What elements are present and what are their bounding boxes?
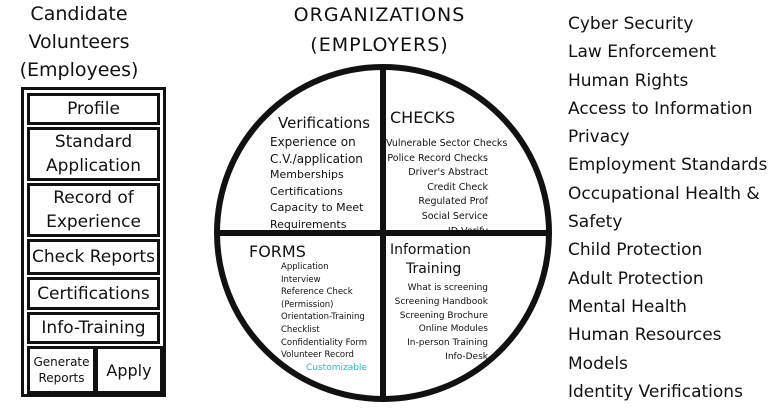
- topic-item: Identity Verifications: [568, 381, 743, 402]
- checks-item: Vulnerable Sector Checks: [386, 138, 508, 149]
- topic-item: Employment Standards: [568, 155, 768, 176]
- forms-item: Interview: [281, 274, 321, 285]
- generate-reports-line-2: Reports: [38, 371, 85, 385]
- left-title-line-3: (Employees): [19, 59, 139, 81]
- topic-item: Access to Information: [568, 98, 753, 119]
- forms-item: Confidentiality Form: [281, 337, 367, 348]
- checks-list: Vulnerable Sector Checks Police Record C…: [386, 137, 508, 239]
- candidate-panel: Profile Standard Application Record of E…: [21, 87, 166, 397]
- information-training-item: What is screening: [407, 283, 488, 293]
- org-title-line-2: (EMPLOYERS): [310, 34, 449, 56]
- information-training-item: Online Modules: [418, 324, 488, 335]
- forms-item: Application: [281, 262, 329, 272]
- forms-item: Volunteer Record: [281, 350, 354, 361]
- check-reports-label: Check Reports: [32, 247, 155, 267]
- verifications-item: Memberships: [270, 168, 344, 181]
- info-training-label: Info-Training: [41, 318, 146, 338]
- forms-item: Reference Check: [281, 287, 353, 298]
- checks-item: Driver's Abstract: [408, 167, 488, 179]
- generate-reports-box[interactable]: Generate Reports: [27, 346, 96, 394]
- verifications-heading: Verifications: [278, 114, 371, 132]
- record-of-experience-label: Record of Experience: [46, 188, 141, 232]
- apply-box[interactable]: Apply: [95, 346, 163, 394]
- forms-item: (Permission): [281, 299, 334, 310]
- left-title-line-1: Candidate: [30, 3, 128, 25]
- checks-item: Police Record Checks: [387, 152, 488, 164]
- information-training-item: Screening Handbook: [394, 296, 488, 307]
- topic-item: Mental Health: [568, 296, 687, 317]
- topic-item: Human Resources: [568, 325, 722, 346]
- topic-item: Adult Protection: [568, 268, 704, 289]
- topic-list: Cyber Security Law Enforcement Human Rig…: [568, 10, 767, 406]
- information-training-item: Screening Brochure: [399, 310, 488, 321]
- organizations-title: ORGANIZATIONS (EMPLOYERS): [262, 0, 497, 60]
- verifications-item: Capacity to Meet: [270, 201, 364, 214]
- information-training-item: Info-Desk: [445, 351, 488, 362]
- checks-heading: CHECKS: [390, 108, 456, 127]
- profile-box[interactable]: Profile: [27, 93, 160, 125]
- topic-item: Human Rights: [568, 70, 689, 91]
- checks-item: Regulated Prof: [418, 196, 488, 208]
- verifications-item: Experience on: [270, 135, 356, 149]
- certifications-box[interactable]: Certifications: [27, 277, 160, 310]
- topic-item: Privacy: [568, 127, 630, 148]
- left-title-line-2: Volunteers: [28, 31, 130, 53]
- customizable-note: Customizable: [306, 363, 367, 373]
- topic-item: Models: [568, 353, 628, 374]
- checks-item: Social Service: [421, 210, 488, 222]
- profile-label: Profile: [67, 99, 120, 119]
- topic-item: Safety: [568, 212, 623, 233]
- checks-item: ID Verify: [447, 225, 488, 237]
- generate-reports-line-1: Generate: [33, 355, 90, 369]
- verifications-item: Requirements: [270, 217, 347, 231]
- topic-item: Occupational Health &: [568, 183, 760, 204]
- information-training-list: What is screening Screening Handbook Scr…: [388, 282, 488, 365]
- topic-item: Law Enforcement: [568, 42, 716, 63]
- verifications-item: Certifications: [270, 184, 343, 198]
- record-of-experience-box[interactable]: Record of Experience: [27, 183, 160, 237]
- certifications-label: Certifications: [37, 283, 150, 304]
- topic-item: Child Protection: [568, 240, 703, 261]
- information-training-item: In-person Training: [407, 338, 488, 349]
- info-training-box[interactable]: Info-Training: [27, 312, 160, 344]
- forms-list: Application Interview Reference Check (P…: [281, 261, 367, 362]
- apply-label: Apply: [106, 360, 152, 380]
- standard-application-box[interactable]: Standard Application: [27, 127, 160, 181]
- topic-item: Cyber Security: [568, 14, 694, 34]
- check-reports-box[interactable]: Check Reports: [27, 239, 160, 275]
- standard-application-label: Standard Application: [46, 132, 141, 176]
- forms-heading: FORMS: [249, 242, 306, 261]
- checks-item: Credit Check: [427, 181, 488, 193]
- candidate-volunteers-title: Candidate Volunteers (Employees): [4, 0, 154, 84]
- verifications-item: C.V./application: [270, 151, 363, 166]
- information-training-heading-line-1: Information: [390, 242, 472, 258]
- information-training-heading-line-2: Training: [406, 261, 462, 277]
- org-title-line-1: ORGANIZATIONS: [293, 4, 466, 26]
- verifications-list: Experience on C.V./application Membershi…: [270, 134, 363, 233]
- forms-item: Checklist: [281, 324, 320, 335]
- forms-item: Orientation-Training: [281, 312, 365, 323]
- information-training-heading: Information Training: [390, 241, 471, 279]
